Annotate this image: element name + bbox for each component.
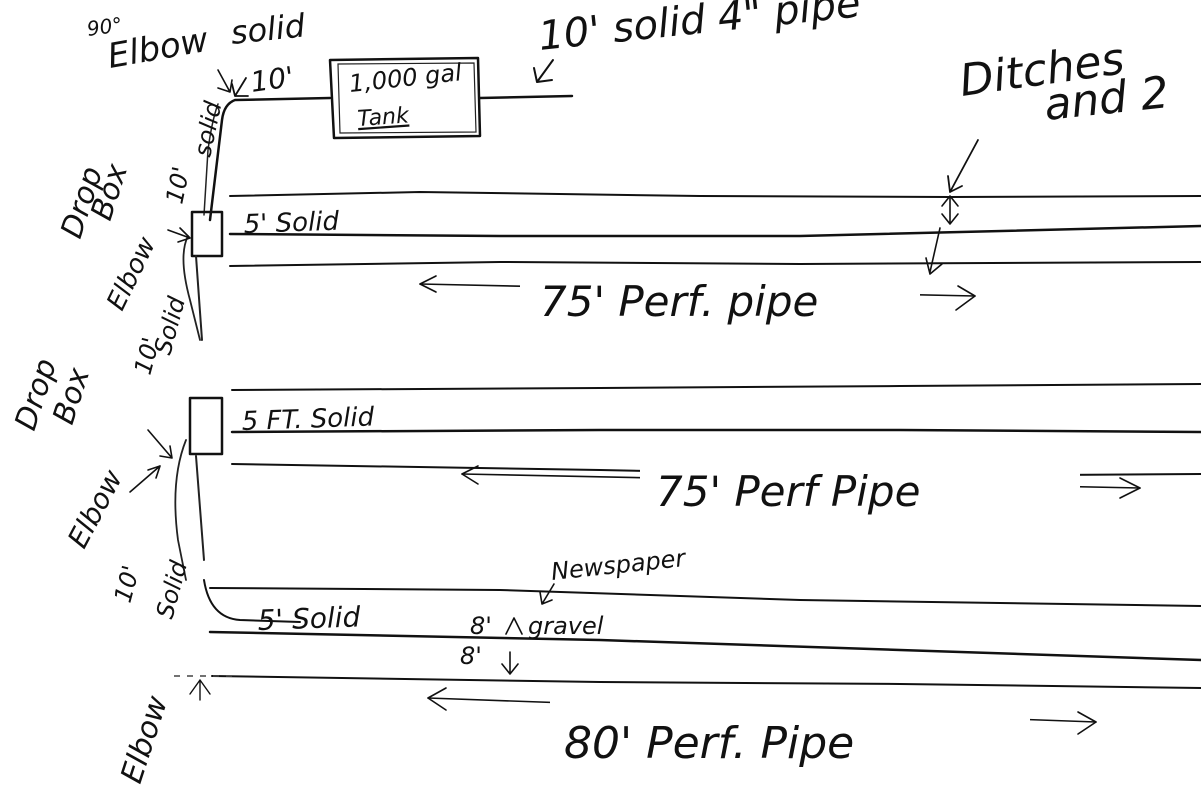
tank-label: Tank <box>357 103 411 132</box>
elbow-2-label: Elbow <box>61 464 129 553</box>
riser-low-length-label: 10' <box>109 562 146 605</box>
perf-80-label: 80' Perf. Pipe <box>564 718 854 769</box>
trench-1 <box>228 191 1201 267</box>
riser-top-solid-label: solid <box>188 98 227 159</box>
inlet-pipe-label: 10' solid 4" pipe <box>536 0 862 60</box>
solid-5-label-3: 5' Solid <box>257 600 361 637</box>
newspaper-label: Newspaper <box>550 544 689 586</box>
elbow-90-degree-label: 90° <box>85 12 123 41</box>
elbow-90-solid-label: solid <box>229 6 308 52</box>
drop-box-1 <box>167 210 224 341</box>
perf-75-dimension-2: 75' Perf Pipe <box>461 462 1141 516</box>
drop-box-2 <box>147 396 224 581</box>
perf-80-dimension: 80' Perf. Pipe <box>427 687 1097 769</box>
septic-tank: 1,000 gal Tank <box>328 56 482 140</box>
riser-low-solid-label: Solid <box>151 557 193 621</box>
inlet-pipe: 10' solid 4" pipe <box>478 0 863 100</box>
riser-mid-solid-label: Solid <box>149 293 191 357</box>
solid-5-label-1: 5' Solid <box>243 207 340 240</box>
perf-75-label-2: 75' Perf Pipe <box>656 467 920 516</box>
solid-5-label-2: 5 FT. Solid <box>241 402 375 437</box>
gravel-depth-label: 8' <box>470 612 492 640</box>
elbow-90-length-label: 10' <box>248 60 295 99</box>
elbow-3: Elbow <box>114 675 238 787</box>
perf-75-dimension-1: 75' Perf. pipe <box>419 270 976 326</box>
elbow-1-label: Elbow <box>101 232 162 315</box>
tank-outlet-pipe <box>203 77 332 222</box>
gravel-note: 8' gravel 8' <box>460 612 604 675</box>
ditches-note: Ditches and 2 <box>925 33 1171 275</box>
perf-75-label-1: 75' Perf. pipe <box>540 277 818 326</box>
trench-3 <box>203 579 1201 689</box>
elbow-90-note: 90° Elbow solid 10' <box>85 6 307 99</box>
elbow-3-label: Elbow <box>114 691 175 787</box>
gravel-label: gravel <box>528 612 604 640</box>
depth-label: 8' <box>460 642 482 670</box>
riser-top-length-label: 10' <box>160 164 195 206</box>
